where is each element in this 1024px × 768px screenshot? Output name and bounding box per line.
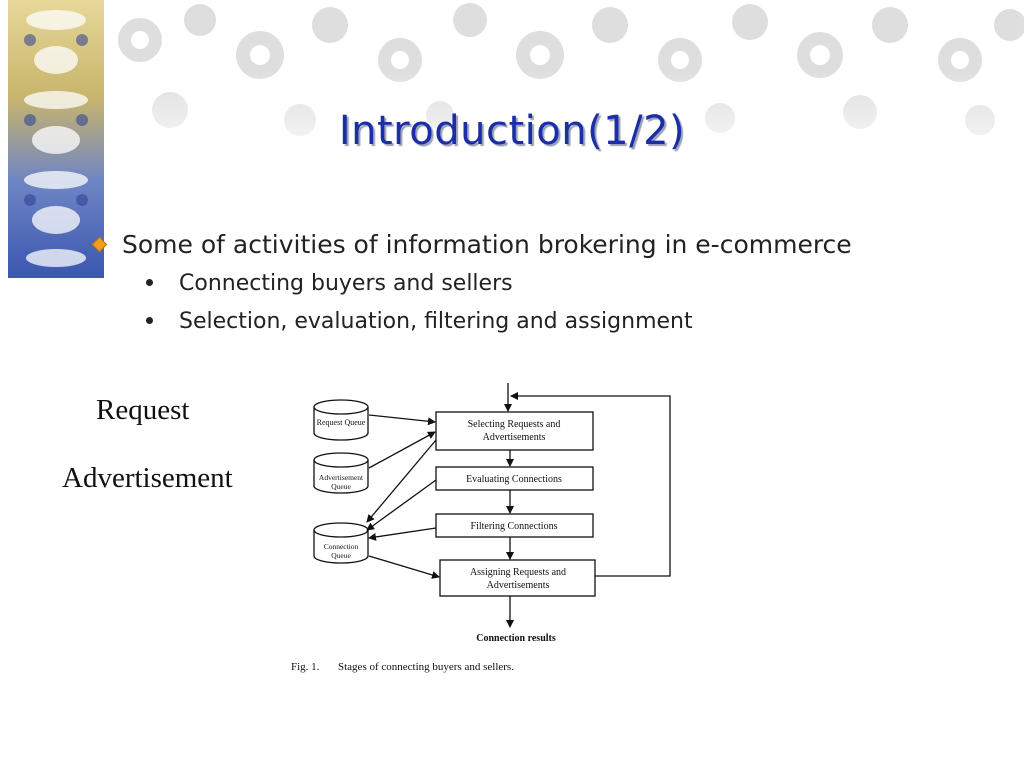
flow-arrows xyxy=(366,383,671,628)
advertisement-queue xyxy=(313,452,369,494)
sub-bullet: Connecting buyers and sellers xyxy=(146,271,513,296)
filtering-stage-label: Filtering Connections xyxy=(471,521,558,532)
assigning-stage-label: Advertisements xyxy=(487,580,550,591)
dot-bullet-icon xyxy=(146,316,153,324)
selecting-stage-label: Advertisements xyxy=(483,432,546,443)
evaluating-stage xyxy=(435,466,594,491)
main-bullet: Some of activities of information broker… xyxy=(90,230,852,259)
main-bullet-text: Some of activities of information broker… xyxy=(122,230,852,259)
sub-bullet-text: Selection, evaluation, filtering and ass… xyxy=(179,309,693,334)
selecting-stage xyxy=(435,411,594,451)
flow-diagram: Request Queue Advertisement Queue Connec… xyxy=(291,383,671,673)
figure-caption-text: Stages of connecting buyers and sellers. xyxy=(338,661,514,673)
dot-bullet-icon xyxy=(146,278,153,286)
advertisement-queue-label: Queue xyxy=(331,482,351,491)
connection-queue-label: Queue xyxy=(331,551,351,560)
connection-queue-label: Connection xyxy=(324,542,359,551)
connection-results-label: Connection results xyxy=(476,633,556,644)
assigning-stage-label: Assigning Requests and xyxy=(470,567,566,578)
filtering-stage xyxy=(435,513,594,538)
slide-title: Introduction(1/2) xyxy=(338,108,686,154)
request-queue xyxy=(313,399,369,441)
request-label: Request xyxy=(96,394,190,426)
diamond-bullet-icon xyxy=(91,236,108,252)
advertisement-queue-label: Advertisement xyxy=(319,473,364,482)
evaluating-stage-label: Evaluating Connections xyxy=(466,474,562,485)
sub-bullet-text: Connecting buyers and sellers xyxy=(179,271,513,296)
selecting-stage-label: Selecting Requests and xyxy=(468,419,561,430)
assigning-stage xyxy=(439,559,596,597)
advertisement-label: Advertisement xyxy=(62,462,233,494)
request-queue-label: Request Queue xyxy=(317,418,366,427)
figure-caption-number: Fig. 1. xyxy=(291,661,320,673)
sub-bullet: Selection, evaluation, filtering and ass… xyxy=(146,309,693,334)
